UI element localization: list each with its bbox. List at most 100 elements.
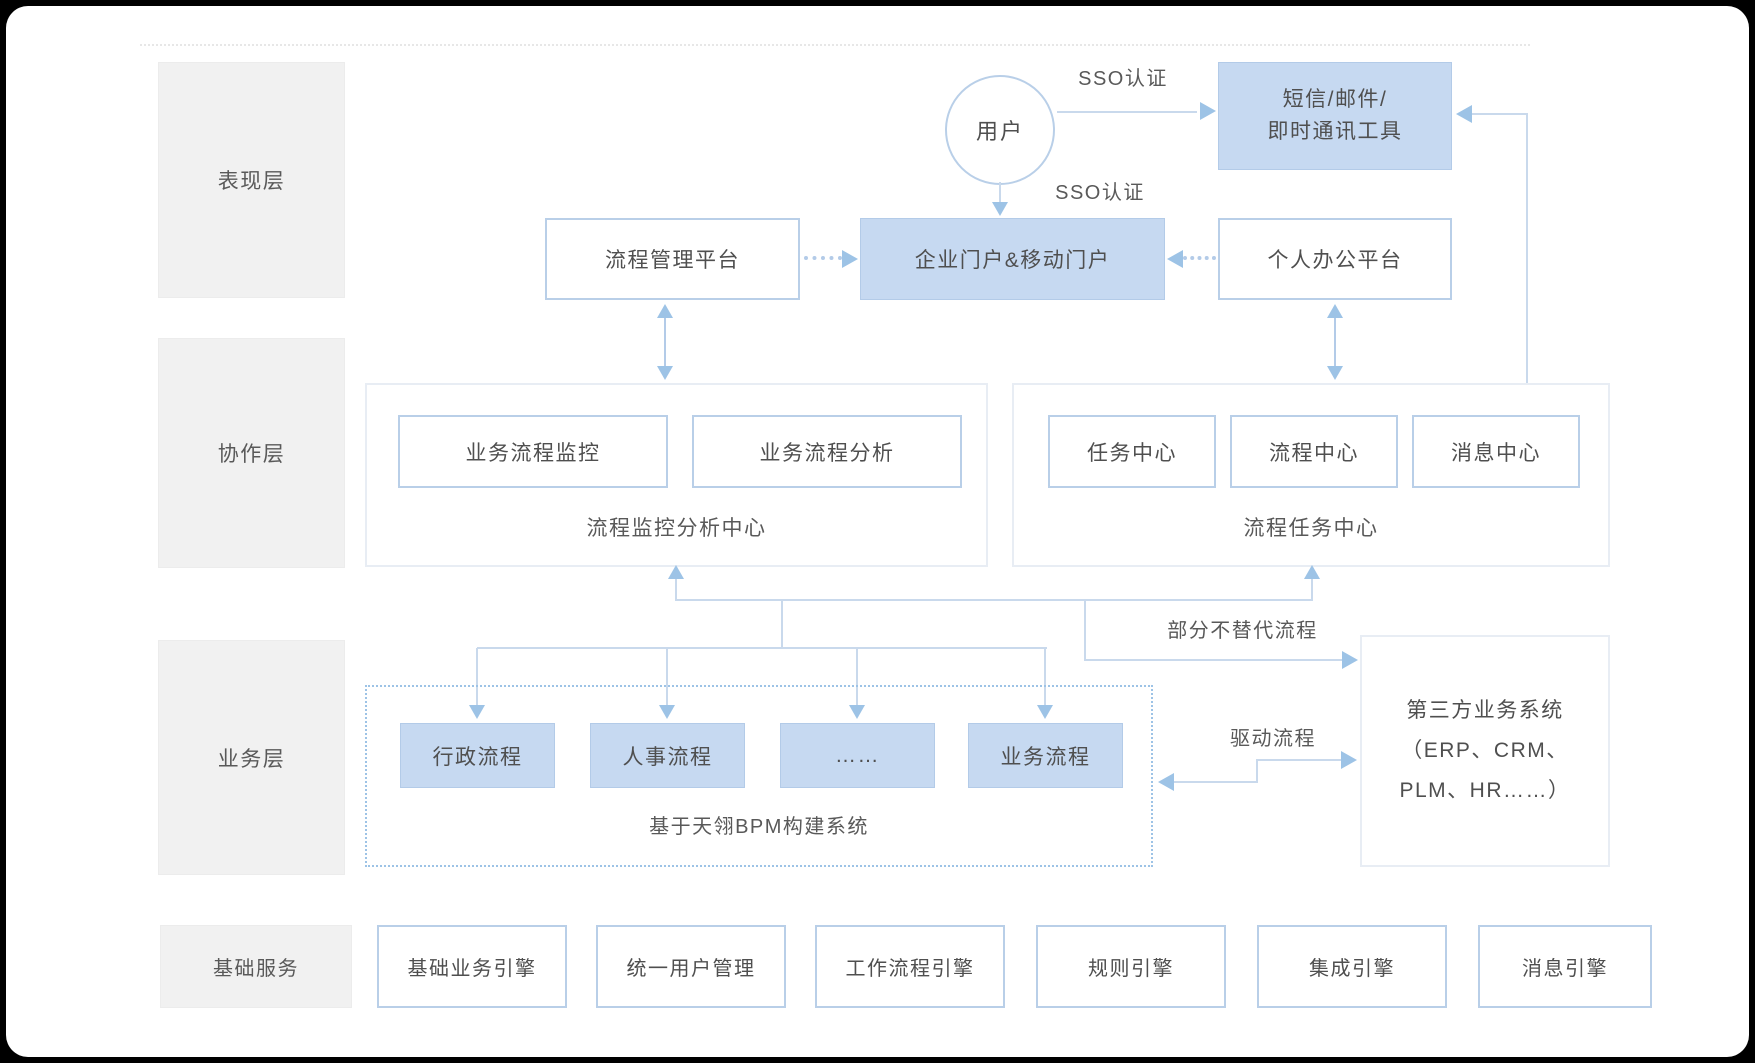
engine-node-integration: 集成引擎 xyxy=(1257,925,1447,1008)
engine-node-basic-business: 基础业务引擎 xyxy=(377,925,567,1008)
process-mgmt-platform-text: 流程管理平台 xyxy=(605,249,740,272)
engine-node-rule: 规则引擎 xyxy=(1036,925,1226,1008)
double-arrow-pm-down-head xyxy=(657,366,673,380)
process-center-node: 流程中心 xyxy=(1230,415,1398,488)
branch-drop-ellipsis xyxy=(856,648,858,705)
arrowhead-down-into-ellipsis xyxy=(849,705,865,719)
connector-message-elbow-v xyxy=(1526,113,1528,403)
engine-basic-business-text: 基础业务引擎 xyxy=(407,958,537,980)
biz-process-text: 业务流程 xyxy=(1000,745,1091,769)
layer-label-presentation-text: 表现层 xyxy=(217,170,286,193)
enterprise-portal-text: 企业门户&移动门户 xyxy=(914,249,1111,272)
third-party-line2: （ERP、CRM、 xyxy=(1401,739,1569,762)
message-center-node: 消息中心 xyxy=(1412,415,1580,488)
third-party-system-node: 第三方业务系统 （ERP、CRM、 PLM、HR……） xyxy=(1360,635,1610,867)
layer-label-foundation-text: 基础服务 xyxy=(213,958,299,980)
connector-message-elbow-h xyxy=(1472,113,1528,115)
double-arrow-po-up-head xyxy=(1327,304,1343,318)
partial-flow-drop xyxy=(1084,599,1086,661)
dashed-connector-po-to-portal xyxy=(1183,256,1216,260)
biz-process-node: 业务流程 xyxy=(968,723,1123,788)
ellipsis-process-node: …… xyxy=(780,723,935,788)
layer-label-collaboration-text: 协作层 xyxy=(217,443,286,466)
arrowhead-down-into-biz xyxy=(1037,705,1053,719)
engine-unified-user-text: 统一用户管理 xyxy=(626,958,756,980)
double-arrow-po-line xyxy=(1334,316,1336,368)
process-monitor-text: 业务流程监控 xyxy=(465,441,601,465)
partial-flow-line xyxy=(1084,659,1344,661)
process-monitor-node: 业务流程监控 xyxy=(398,415,668,488)
trunk-drop-to-branch xyxy=(781,599,783,649)
arrowhead-left-into-portal xyxy=(1167,250,1183,268)
branch-drop-biz xyxy=(1044,648,1046,705)
up-connector-right-container xyxy=(1311,577,1313,601)
process-center-text: 流程中心 xyxy=(1269,441,1359,465)
arrowhead-down-into-hr xyxy=(659,705,675,719)
task-center-text: 任务中心 xyxy=(1087,441,1177,465)
drive-flow-line-lower xyxy=(1174,781,1258,783)
engine-node-workflow: 工作流程引擎 xyxy=(815,925,1005,1008)
arrowhead-right-into-thirdparty-top xyxy=(1342,651,1358,669)
admin-process-text: 行政流程 xyxy=(432,745,523,769)
arrowhead-up-into-right-container xyxy=(1304,565,1320,579)
process-task-center-label: 流程任务中心 xyxy=(1243,517,1379,540)
enterprise-portal-node: 企业门户&移动门户 xyxy=(860,218,1165,300)
drive-flow-drop xyxy=(1256,759,1258,783)
user-node: 用户 xyxy=(945,75,1055,185)
partial-flow-label: 部分不替代流程 xyxy=(1167,620,1318,642)
double-arrow-pm-line xyxy=(664,316,666,368)
hr-process-text: 人事流程 xyxy=(622,745,713,769)
drive-flow-line-upper xyxy=(1257,759,1344,761)
user-node-text: 用户 xyxy=(975,119,1024,144)
branch-line xyxy=(477,647,1047,649)
arrowhead-down-into-admin xyxy=(469,705,485,719)
personal-office-platform-node: 个人办公平台 xyxy=(1218,218,1452,300)
engine-node-unified-user: 统一用户管理 xyxy=(596,925,786,1008)
third-party-line3: PLM、HR……） xyxy=(1399,779,1571,802)
connector-user-to-portal xyxy=(999,182,1001,204)
third-party-line1: 第三方业务系统 xyxy=(1406,699,1564,722)
hr-process-node: 人事流程 xyxy=(590,723,745,788)
drive-flow-label: 驱动流程 xyxy=(1230,728,1316,750)
arrowhead-right-into-thirdparty xyxy=(1341,751,1357,769)
layer-label-foundation: 基础服务 xyxy=(160,925,352,1008)
layer-label-presentation: 表现层 xyxy=(158,62,345,298)
arrowhead-left-into-messaging-tools xyxy=(1456,105,1472,123)
branch-drop-admin xyxy=(476,648,478,705)
process-analysis-text: 业务流程分析 xyxy=(759,441,895,465)
message-center-text: 消息中心 xyxy=(1451,441,1541,465)
process-analysis-node: 业务流程分析 xyxy=(692,415,962,488)
sso-label-top: SSO认证 xyxy=(1078,68,1168,90)
engine-node-message: 消息引擎 xyxy=(1478,925,1652,1008)
task-center-node: 任务中心 xyxy=(1048,415,1216,488)
arrowhead-right-into-portal xyxy=(842,250,858,268)
branch-drop-hr xyxy=(666,648,668,705)
arrowhead-up-into-left-container xyxy=(668,565,684,579)
double-arrow-pm-up-head xyxy=(657,304,673,318)
sso-label-mid: SSO认证 xyxy=(1055,182,1145,204)
messaging-tools-line1: 短信/邮件/ xyxy=(1282,88,1388,111)
process-mgmt-platform-node: 流程管理平台 xyxy=(545,218,800,300)
double-arrow-po-down-head xyxy=(1327,366,1343,380)
messaging-tools-node: 短信/邮件/ 即时通讯工具 xyxy=(1218,62,1452,170)
bpm-system-container xyxy=(365,685,1153,867)
messaging-tools-line2: 即时通讯工具 xyxy=(1267,120,1403,143)
up-connector-left-container xyxy=(675,577,677,601)
layer-label-collaboration: 协作层 xyxy=(158,338,345,568)
dashed-connector-pm-to-portal xyxy=(804,256,842,260)
layer-label-business-text: 业务层 xyxy=(217,747,286,771)
engine-message-text: 消息引擎 xyxy=(1522,958,1608,980)
admin-process-node: 行政流程 xyxy=(400,723,555,788)
trunk-line xyxy=(676,599,1313,601)
arrowhead-left-into-bpm-container xyxy=(1158,773,1174,791)
top-guide-dotted-line xyxy=(140,44,1530,46)
connector-user-to-messaging xyxy=(1057,111,1197,113)
ellipsis-process-text: …… xyxy=(835,743,880,767)
bpm-note-label: 基于天翎BPM构建系统 xyxy=(649,816,869,838)
arrowhead-down-into-portal xyxy=(992,202,1008,216)
engine-integration-text: 集成引擎 xyxy=(1309,958,1395,980)
monitor-analysis-center-label: 流程监控分析中心 xyxy=(586,517,767,540)
personal-office-platform-text: 个人办公平台 xyxy=(1267,249,1403,272)
engine-workflow-text: 工作流程引擎 xyxy=(845,958,975,980)
